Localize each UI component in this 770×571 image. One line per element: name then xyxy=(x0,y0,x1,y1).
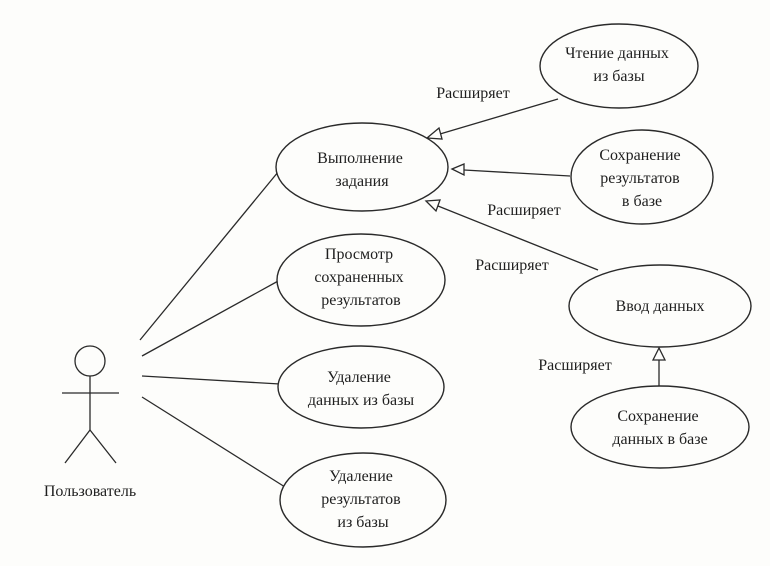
use-case-ellipse xyxy=(275,122,449,212)
association-delete-data xyxy=(141,375,281,385)
use-case-ellipse xyxy=(570,385,750,469)
label-line: в базе xyxy=(622,193,662,210)
extend-label-save-results: Расширяет xyxy=(487,202,560,219)
actor-user: Пользователь xyxy=(44,345,136,500)
association-delete-results xyxy=(141,396,286,488)
extend-line-read xyxy=(439,98,559,135)
use-case-label: Удаление данных из базы xyxy=(308,369,415,409)
label-line: сохраненных xyxy=(314,269,403,286)
use-case-save-results: Сохранение результатов в базе xyxy=(570,129,714,225)
use-case-ellipse xyxy=(568,264,752,348)
extend-arrowhead-input xyxy=(424,199,441,213)
extend-arrowhead-save-data xyxy=(651,346,667,361)
extend-arrowhead-read xyxy=(425,126,443,140)
use-case-ellipse xyxy=(539,23,699,109)
association-execute-task xyxy=(139,165,284,341)
label-line: задания xyxy=(335,173,389,190)
extend-label-read: Расширяет xyxy=(436,85,509,102)
use-case-ellipse xyxy=(276,233,446,327)
use-case-label: Удаление результатов из базы xyxy=(321,468,404,531)
label-line: Ввод данных xyxy=(616,298,705,315)
use-case-label: Просмотр сохраненных результатов xyxy=(314,246,407,309)
label-line: Просмотр xyxy=(325,246,393,263)
use-case-ellipse xyxy=(279,452,447,548)
label-line: данных из базы xyxy=(308,392,415,409)
label-line: Удаление xyxy=(327,369,391,386)
use-case-label: Сохранение результатов в базе xyxy=(599,147,684,210)
label-line: Удаление xyxy=(329,468,393,485)
label-line: Сохранение xyxy=(617,408,698,425)
use-case-save-data: Сохранение данных в базе xyxy=(570,385,750,469)
use-case-label: Чтение данных из базы xyxy=(565,45,673,85)
use-case-ellipse xyxy=(277,345,445,429)
extend-arrowhead-save-results xyxy=(450,163,465,177)
label-line: результатов xyxy=(321,292,401,309)
use-case-execute-task: Выполнение задания xyxy=(275,122,449,212)
label-line: Чтение данных xyxy=(565,45,669,62)
use-case-view-saved-results: Просмотр сохраненных результатов xyxy=(276,233,446,327)
label-line: результатов xyxy=(321,491,401,508)
use-case-label: Ввод данных xyxy=(616,298,705,315)
use-case-label: Сохранение данных в базе xyxy=(612,408,707,448)
label-line: Сохранение xyxy=(599,147,680,164)
extend-line-input xyxy=(437,205,599,271)
label-line: результатов xyxy=(600,170,680,187)
use-case-input-data: Ввод данных xyxy=(568,264,752,348)
actor-left-leg xyxy=(64,429,91,464)
label-line: данных в базе xyxy=(612,431,707,448)
use-case-delete-data: Удаление данных из базы xyxy=(277,345,445,429)
use-case-ellipse xyxy=(570,129,714,225)
use-case-delete-results: Удаление результатов из базы xyxy=(279,452,447,548)
use-case-read-data: Чтение данных из базы xyxy=(539,23,699,109)
actor-head xyxy=(74,345,106,377)
actor-label: Пользователь xyxy=(44,483,136,500)
extend-line-save-results xyxy=(463,169,571,177)
extend-label-input: Расширяет xyxy=(475,257,548,274)
use-case-label: Выполнение задания xyxy=(317,150,407,190)
label-line: из базы xyxy=(593,68,644,85)
association-view-results xyxy=(141,279,281,357)
label-line: из базы xyxy=(337,514,388,531)
label-line: Выполнение xyxy=(317,150,403,167)
actor-right-leg xyxy=(89,429,117,464)
extend-label-save-data: Расширяет xyxy=(538,357,611,374)
